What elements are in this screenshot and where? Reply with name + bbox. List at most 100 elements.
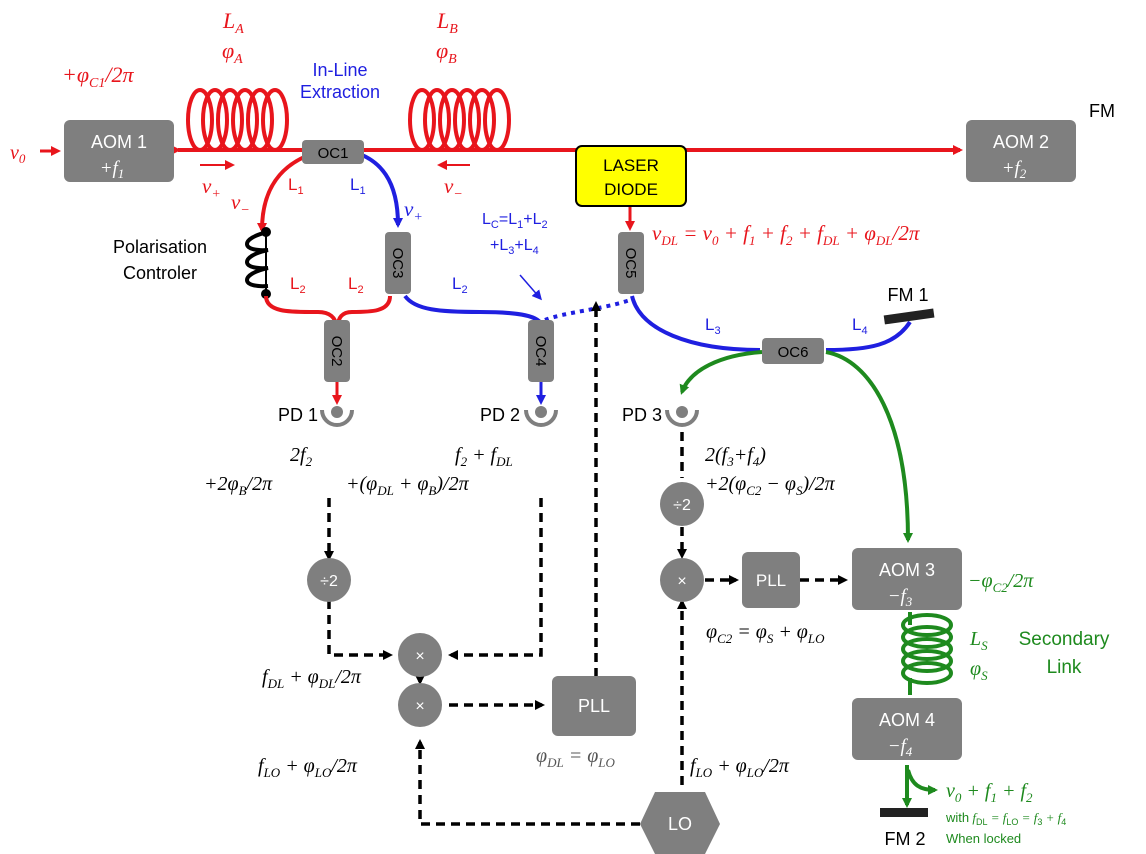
lo-label: LO: [668, 814, 692, 834]
fm1-label: FM 1: [887, 285, 928, 305]
aom2-label: AOM 2: [993, 132, 1049, 152]
inline-label-1: In-Line: [312, 60, 367, 80]
phi-dl-eq: φDL = φLO: [536, 745, 615, 770]
fm1-mirror: [883, 308, 935, 325]
pll-label-right: PLL: [756, 571, 786, 590]
aom4-box: AOM 4 −f4: [852, 698, 962, 760]
main-fiber-link: [40, 145, 1063, 156]
laser-label-2: DIODE: [604, 180, 658, 199]
aom2-freq: +f: [1002, 158, 1023, 179]
la-label: LA: [222, 8, 244, 37]
oc6-green-to-pd3: [679, 350, 763, 395]
oc5-coupler: OC5: [618, 232, 644, 294]
phia-label: φA: [222, 38, 243, 67]
pd1-label: PD 1: [278, 405, 318, 425]
nu-plus-a: ν+: [202, 174, 221, 202]
aom4-to-output: [906, 769, 938, 795]
pll-label-bottom: PLL: [578, 696, 610, 716]
aom2-box: AOM 2 +f2: [966, 120, 1076, 182]
oc3-blue-to-oc4: [403, 294, 544, 327]
l1-blue-label: L: [350, 175, 359, 194]
secondary-label-1: Secondary: [1019, 629, 1110, 650]
svg-text:L3: L3: [705, 315, 721, 337]
output-freq: ν0 + f1 + f2: [946, 780, 1033, 805]
oc6-blue-to-fm1: [825, 320, 912, 352]
oc4-coupler: OC4: [528, 320, 554, 382]
oc2-label: OC2: [328, 336, 345, 367]
divider-right-label: ÷2: [673, 497, 691, 514]
divider-left: ÷2: [307, 558, 351, 602]
ls-label: LS: [969, 628, 988, 653]
mixer-top: ×: [398, 633, 442, 677]
aom4-freq: −f: [888, 736, 909, 757]
oc5-label: OC5: [622, 248, 639, 279]
oc6-green-to-aom3: [825, 350, 913, 543]
lc-annotation-1: LC=L1+L2: [482, 211, 548, 231]
fm2-label: FM 2: [884, 829, 925, 849]
oc2-coupler: OC2: [324, 320, 350, 382]
aom3-phase: −φC2/2π: [968, 570, 1034, 595]
laser-label-1: LASER: [603, 156, 659, 175]
electronic-signal-paths: [324, 301, 848, 826]
l2-label-c: L: [452, 274, 461, 293]
phi-c1-label: +φC1/2π: [62, 62, 134, 91]
phib-label: φB: [436, 38, 457, 67]
aom3-freq: −f: [888, 586, 909, 607]
lc-annotation-2: +L3+L4: [490, 237, 539, 257]
when-locked-label: When locked: [946, 831, 1021, 846]
pll-box-bottom: PLL: [552, 676, 636, 736]
aom1-box: AOM 1 +f1: [64, 120, 174, 182]
pd3-icon: [665, 406, 699, 427]
l2-label-a: L: [290, 274, 299, 293]
nu0-label: ν0: [10, 142, 26, 166]
svg-text:L1: L1: [288, 175, 304, 197]
oc1-label: OC1: [318, 145, 349, 162]
phis-label: φS: [970, 658, 988, 683]
oc3-coupler: OC3: [385, 232, 411, 294]
pll-box-right: PLL: [742, 552, 800, 608]
svg-text:+f2: +f2: [1002, 158, 1027, 181]
l3-label: L: [705, 315, 714, 334]
oc3-red-to-oc2: [336, 295, 392, 327]
svg-text:L4: L4: [852, 315, 868, 337]
svg-text:L2: L2: [452, 274, 468, 296]
fiber-spool-a: [186, 88, 289, 152]
aom3-box: AOM 3 −f3: [852, 548, 962, 610]
mixer-bottom: ×: [398, 683, 442, 727]
phi-c2-eq: φC2 = φS + φLO: [706, 621, 825, 646]
fdl-formula: fDL + φDL/2π: [262, 666, 362, 691]
oc5-blue-to-oc6: [630, 295, 761, 352]
pd2-icon: [524, 406, 558, 427]
mixer-bottom-label: ×: [415, 698, 424, 715]
svg-text:−f3: −f3: [888, 586, 913, 609]
svg-text:−f4: −f4: [888, 736, 913, 759]
pd1-icon: [320, 406, 354, 427]
mixer-top-label: ×: [415, 648, 424, 665]
l1-red-label: L: [288, 175, 297, 194]
inline-label-2: Extraction: [300, 82, 380, 102]
pd2-label: PD 2: [480, 405, 520, 425]
svg-text:L2: L2: [348, 274, 364, 296]
mixer-right-label: ×: [677, 573, 686, 590]
nu-plus-b: ν+: [404, 197, 423, 225]
divider-left-label: ÷2: [320, 573, 338, 590]
lock-condition: with fDL = fLO = f3 + f4: [945, 810, 1066, 827]
oc1-coupler: OC1: [302, 140, 364, 164]
oc6-coupler: OC6: [762, 338, 824, 364]
flo-right-formula: fLO + φLO/2π: [690, 755, 790, 780]
secondary-label-2: Link: [1047, 657, 1082, 678]
svg-text:+f1: +f1: [100, 158, 125, 181]
mixer-right: ×: [660, 558, 704, 602]
lc-pointer-arrow: [519, 274, 542, 301]
pd1-formula-2: +2φB/2π: [204, 473, 273, 498]
l2-label-b: L: [348, 274, 357, 293]
aom1-freq: +f: [100, 158, 121, 179]
aom4-label: AOM 4: [879, 710, 935, 730]
red-to-oc2: [264, 295, 338, 327]
aom3-label: AOM 3: [879, 560, 935, 580]
pd2-formula-2: +(φDL + φB)/2π: [346, 473, 470, 498]
svg-text:L2: L2: [290, 274, 306, 296]
aom1-label: AOM 1: [91, 132, 147, 152]
l4-label: L: [852, 315, 861, 334]
oc6-label: OC6: [778, 344, 809, 361]
